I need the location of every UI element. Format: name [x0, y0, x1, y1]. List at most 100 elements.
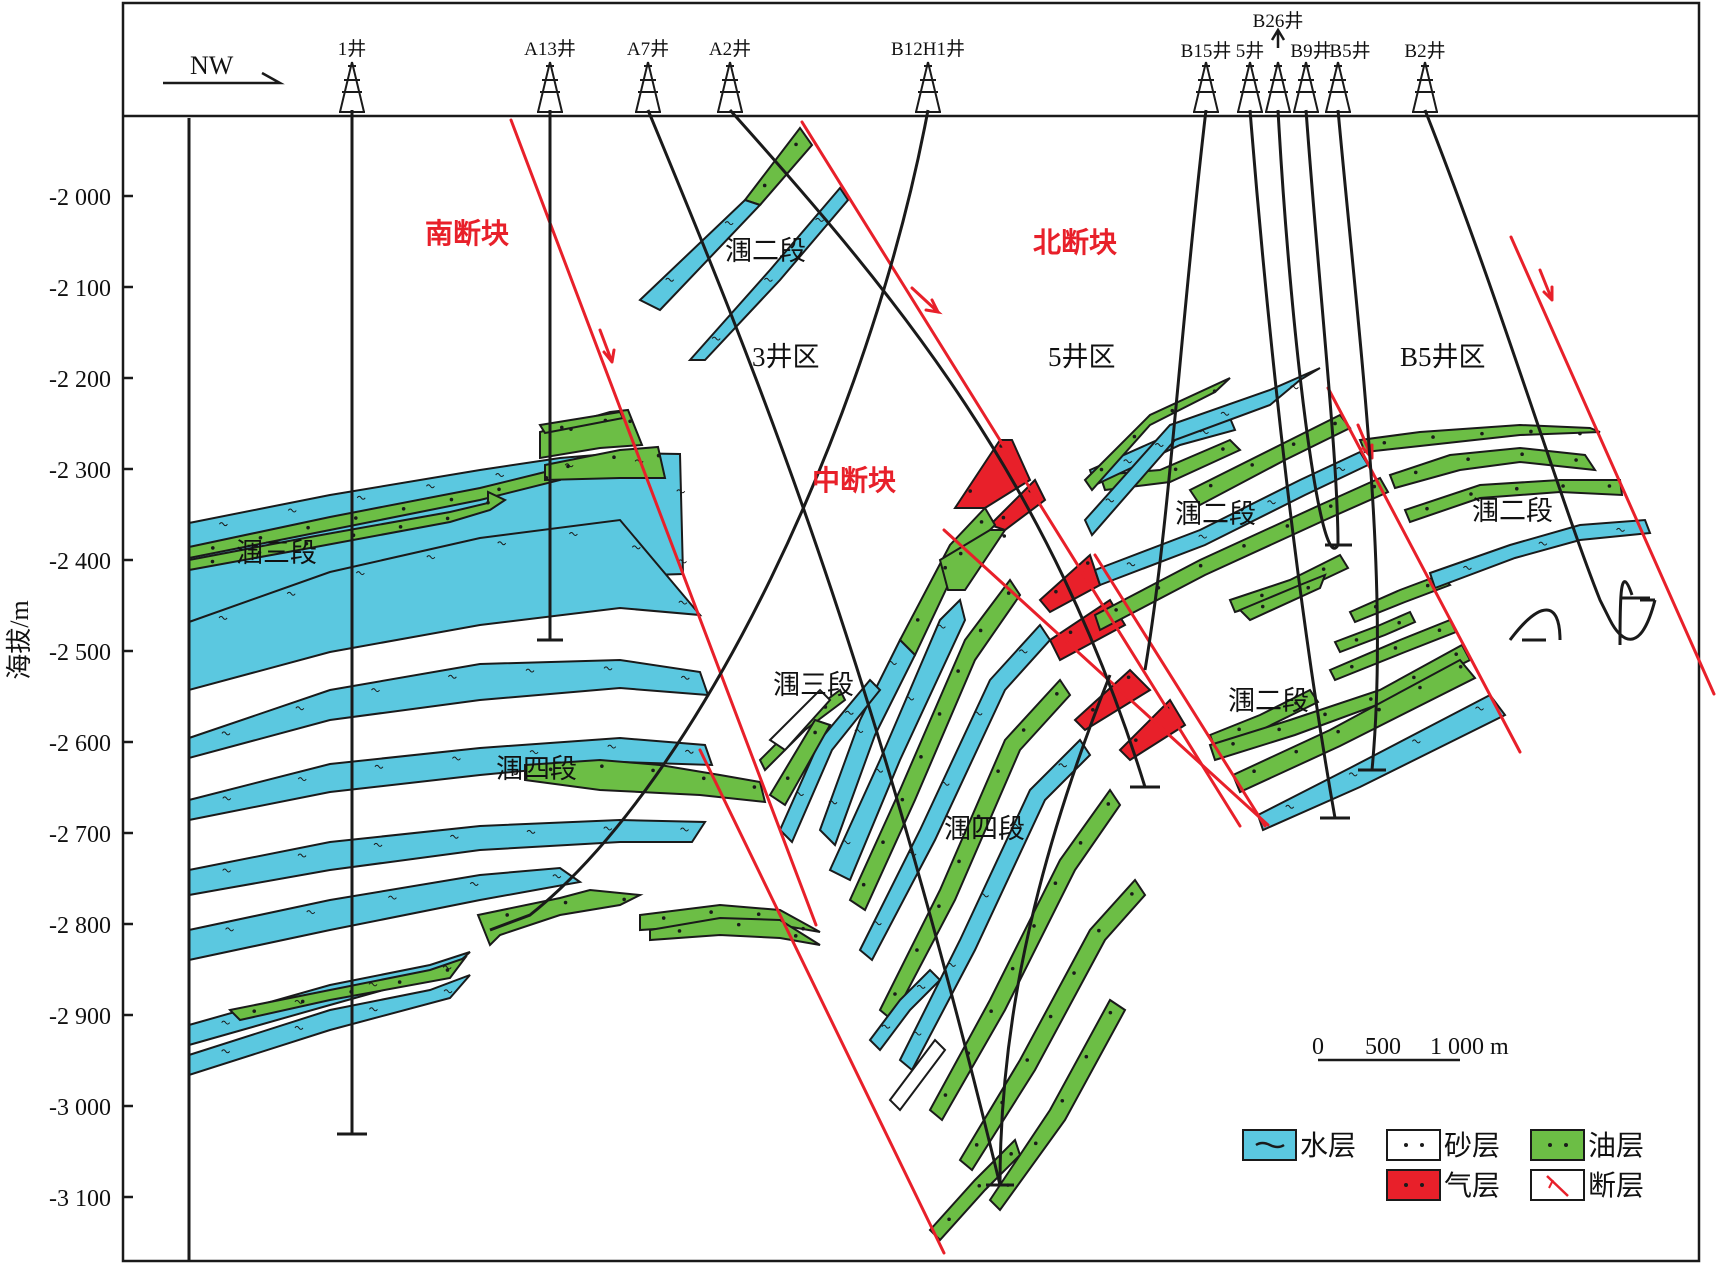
oil-layer [1228, 553, 1350, 614]
sand-dot [1068, 630, 1073, 635]
water-mark [665, 277, 675, 282]
water-layer [868, 968, 942, 1052]
water-mark [426, 555, 436, 560]
middle-block-label: 中断块 [812, 464, 896, 497]
formation-jian4-label: 涠四段 [944, 814, 1025, 844]
water-mark [225, 927, 234, 932]
y-axis-tick-label: -2 000 [49, 185, 111, 211]
sand-dot [1173, 467, 1178, 472]
sand-dot [893, 992, 897, 996]
water-mark [1475, 706, 1484, 711]
sand-dot [1237, 727, 1241, 732]
y-axis-tick-label: -2 600 [49, 731, 111, 757]
sand-dot [1260, 593, 1264, 598]
oil-layer [544, 445, 667, 482]
sand-dot [1437, 628, 1442, 633]
sand-dot [1418, 685, 1422, 690]
legend-item-water: 水层 [1242, 1129, 1356, 1162]
sand-dot [1469, 492, 1473, 496]
water-mark [564, 463, 574, 468]
water-mark [356, 495, 366, 500]
water-layer [818, 638, 917, 847]
water-mark [603, 826, 613, 831]
derrick-icon [717, 61, 743, 113]
well-trajectory-A2 [728, 108, 1147, 788]
legend-label-oil: 油层 [1588, 1130, 1644, 1162]
oil-layer [958, 878, 1147, 1172]
sand-dot [785, 776, 790, 780]
water-mark [1220, 411, 1230, 416]
sand-dot [881, 840, 885, 844]
sand-dot [651, 768, 655, 773]
oil-layer [1093, 476, 1390, 632]
sand-dot-icon [1420, 1143, 1424, 1147]
y-axis-tick-label: -2 900 [49, 1004, 111, 1030]
sand-dot [258, 535, 263, 540]
sand-dot [1578, 431, 1582, 436]
water-mark [218, 522, 228, 527]
sand-dot [1033, 1141, 1038, 1146]
sand-dot [989, 1009, 993, 1014]
sand-dot [1025, 1058, 1030, 1062]
sand-dot [252, 1009, 257, 1013]
fault-symbol-icon [1546, 1175, 1569, 1197]
oil-layer [938, 529, 1007, 591]
oil-dot-icon [1548, 1143, 1552, 1147]
water-mark [447, 674, 457, 679]
water-mark [603, 666, 613, 671]
derrick-icon [1325, 61, 1351, 113]
oil-layer [988, 998, 1127, 1212]
strata-layer [188, 126, 1652, 1242]
water-mark [874, 768, 884, 773]
sand-dot [977, 1183, 982, 1188]
water-layer [638, 198, 762, 312]
sand-dot [736, 922, 741, 927]
fault-arrow-icon [1548, 1179, 1554, 1189]
sand-dot [548, 767, 553, 772]
sand-dot [1078, 841, 1083, 845]
water-mark [631, 545, 641, 550]
water-mark [222, 868, 232, 873]
water-mark [844, 710, 854, 715]
well-area-5-label: 5井区 [1048, 342, 1116, 372]
water-mark [221, 1049, 231, 1054]
sand-dot [861, 882, 866, 887]
legend-item-oil: 油层 [1530, 1129, 1644, 1162]
sand-dot [943, 1093, 948, 1097]
sand-dot [304, 541, 309, 546]
well-trajectory-B9 [1304, 109, 1340, 546]
water-mark [497, 541, 507, 546]
sand-dot [1514, 486, 1519, 491]
water-mark [815, 217, 825, 222]
sand-dot [677, 929, 682, 933]
water-mark [222, 796, 232, 801]
sand-dot [979, 520, 984, 524]
oil-layer [227, 956, 468, 1022]
sand-dot [354, 516, 358, 520]
sand-dot [397, 980, 402, 984]
water-mark [888, 660, 897, 665]
fault-line [1509, 235, 1716, 696]
legend-label-sand: 砂层 [1444, 1130, 1500, 1162]
water-mark [684, 749, 694, 754]
sand-dot [793, 934, 798, 938]
oil-layer [768, 718, 832, 807]
sand-dot [569, 427, 573, 431]
fault-motion-arrow-icon [910, 286, 943, 315]
sand-dot [1250, 463, 1254, 467]
oil-swatch [1530, 1129, 1585, 1161]
water-layer [188, 518, 703, 692]
sand-dot [1336, 729, 1340, 734]
sand-dot [794, 142, 798, 147]
derrick-icon [339, 61, 365, 113]
sand-dot [1085, 561, 1090, 565]
water-mark [287, 508, 297, 513]
water-mark [369, 1007, 378, 1012]
sand-dot [656, 453, 661, 458]
oil-layer [1388, 446, 1598, 490]
sand-dot [752, 785, 757, 789]
sand-dot [919, 755, 923, 759]
water-mark [854, 729, 864, 733]
well-trajectory-B2 [1423, 109, 1657, 641]
sand-dot [1252, 769, 1256, 774]
